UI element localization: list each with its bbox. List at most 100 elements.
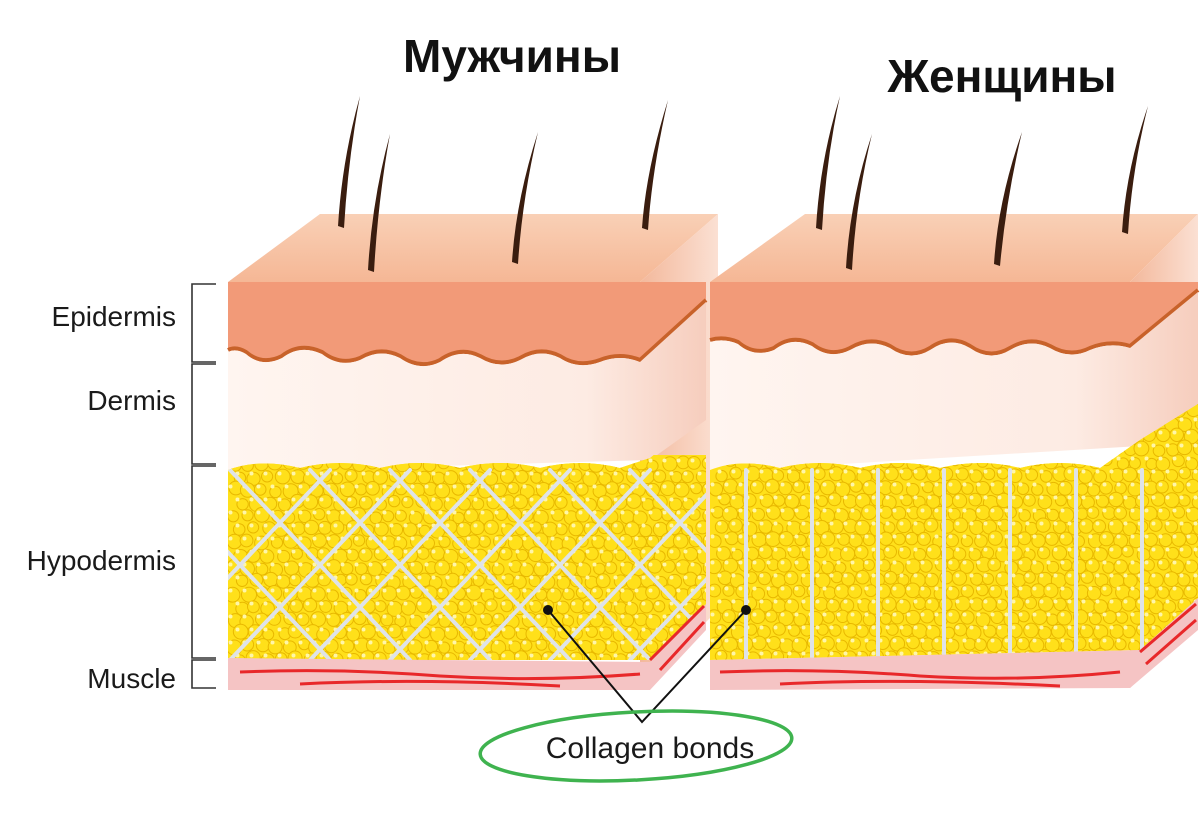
fat-cell	[436, 586, 449, 600]
fat-cell-highlight	[515, 575, 520, 580]
fat-cell-highlight	[557, 627, 562, 632]
fat-cell-highlight	[592, 536, 597, 541]
collagen-callout: Collagen bonds	[478, 605, 794, 783]
fat-cell-highlight	[529, 601, 534, 606]
fat-cell	[1171, 531, 1187, 547]
fat-cell-highlight	[976, 638, 981, 643]
fat-cell-highlight	[1032, 456, 1037, 461]
fat-cell-highlight	[738, 508, 743, 513]
fat-cell-highlight	[962, 456, 967, 461]
muscle-label: Muscle	[87, 663, 176, 694]
fat-cell-highlight	[1081, 573, 1086, 578]
fat-cell-highlight	[983, 469, 988, 474]
fat-cell-highlight	[1165, 495, 1170, 500]
fat-cell-highlight	[592, 588, 597, 593]
fat-cell-highlight	[487, 523, 492, 528]
fat-cell-highlight	[962, 508, 967, 513]
fat-cell-highlight	[752, 534, 757, 539]
fat-cell	[1113, 506, 1127, 520]
fat-cell-highlight	[312, 562, 317, 567]
fat-cell-highlight	[592, 640, 597, 645]
fat-cell-highlight	[801, 547, 806, 552]
fat-cell	[1121, 596, 1137, 612]
fat-cell-highlight	[326, 614, 331, 619]
fat-cell-highlight	[550, 588, 555, 593]
fat-cell-highlight	[773, 547, 778, 552]
layer-brackets	[191, 283, 216, 689]
fat-cell-highlight	[997, 469, 1002, 474]
fat-cell-highlight	[319, 549, 324, 554]
fat-cell-highlight	[997, 547, 1002, 552]
fat-cell	[326, 559, 342, 574]
men-title: Мужчины	[403, 30, 621, 82]
fat-cell-highlight	[431, 471, 436, 476]
fat-cell-highlight	[1116, 560, 1121, 565]
fat-cell-highlight	[697, 523, 702, 528]
fat-cell	[974, 534, 988, 548]
fat-cell-highlight	[333, 601, 338, 606]
fat-cell	[1085, 558, 1100, 573]
fat-cell	[783, 570, 799, 586]
fat-cell-highlight	[871, 625, 876, 630]
fat-cell-highlight	[473, 601, 478, 606]
fat-cell-highlight	[773, 651, 778, 656]
fat-cell-highlight	[697, 471, 702, 476]
fat-cell-highlight	[731, 469, 736, 474]
fat-cell-highlight	[787, 573, 792, 578]
fat-cell-highlight	[270, 588, 275, 593]
fat-cell-highlight	[319, 523, 324, 528]
fat-cell-highlight	[473, 497, 478, 502]
fat-cell	[925, 544, 942, 560]
fat-cell-highlight	[1025, 573, 1030, 578]
fat-cell-highlight	[1172, 612, 1177, 617]
fat-cell-highlight	[724, 638, 729, 643]
fat-cell-highlight	[892, 534, 897, 539]
fat-cell-highlight	[613, 653, 618, 658]
fat-cell-highlight	[606, 640, 611, 645]
fat-cell-highlight	[1151, 625, 1156, 630]
fat-cell-highlight	[787, 521, 792, 526]
fat-cell	[585, 546, 599, 561]
fat-cell-highlight	[704, 484, 706, 489]
fat-cell	[582, 471, 598, 487]
fat-cell-highlight	[242, 614, 247, 619]
fat-cell	[527, 546, 544, 563]
fat-cell	[456, 521, 472, 538]
fat-cell-highlight	[550, 510, 555, 515]
fat-cell	[960, 584, 974, 598]
fat-cell-highlight	[913, 469, 918, 474]
fat-cell-highlight	[955, 625, 960, 630]
fat-cell	[1089, 612, 1102, 626]
fat-cell	[1016, 636, 1030, 651]
fat-cell-highlight	[326, 510, 331, 515]
fat-cell-highlight	[1158, 560, 1163, 565]
fat-cell	[519, 562, 534, 578]
fat-cell-highlight	[864, 586, 869, 591]
fat-cell-highlight	[634, 588, 639, 593]
fat-cell-highlight	[627, 497, 632, 502]
fat-cell-highlight	[277, 497, 282, 502]
fat-cell-highlight	[347, 523, 352, 528]
fat-cell-highlight	[731, 521, 736, 526]
fat-cell	[945, 609, 960, 624]
fat-cell-highlight	[676, 588, 681, 593]
fat-cell-highlight	[829, 495, 834, 500]
fat-cell-highlight	[263, 575, 268, 580]
fat-cell-highlight	[459, 601, 464, 606]
fat-cell	[317, 494, 333, 509]
fat-cell-highlight	[1123, 625, 1128, 630]
fat-cell-highlight	[501, 523, 506, 528]
fat-cell-highlight	[452, 562, 457, 567]
fat-cell-highlight	[536, 484, 541, 489]
fat-cell-highlight	[564, 510, 569, 515]
fat-cell	[236, 498, 249, 511]
fat-cell	[886, 623, 899, 636]
fat-cell-highlight	[759, 469, 764, 474]
fat-cell	[1056, 609, 1073, 626]
fat-cell-highlight	[1165, 547, 1170, 552]
fat-cell-highlight	[787, 547, 792, 552]
fat-cell-highlight	[717, 547, 722, 552]
fat-cell	[884, 466, 899, 482]
fat-cell-highlight	[1186, 560, 1191, 565]
fat-cell-highlight	[648, 588, 653, 593]
